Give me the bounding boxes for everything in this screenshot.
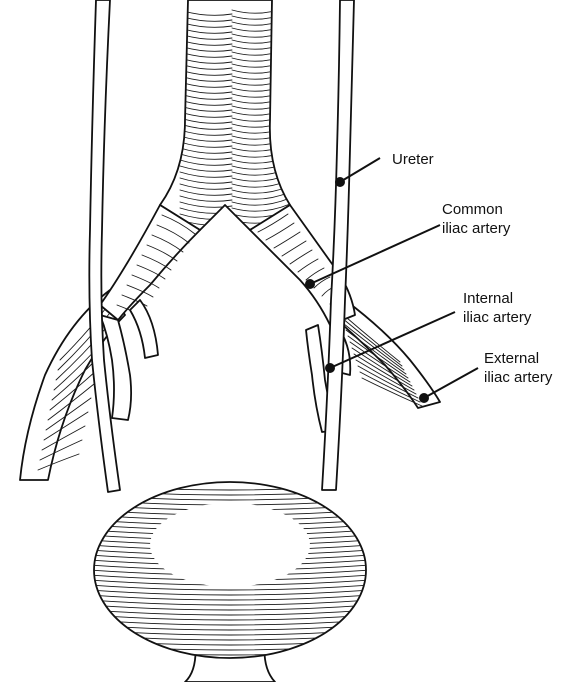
external-iliac-pointer (419, 367, 479, 403)
internal-iliac-artery-label: Internal iliac artery (463, 290, 532, 326)
external-iliac-artery-label: External iliac artery (484, 350, 553, 386)
left-common-iliac-artery (99, 204, 201, 321)
right-external-iliac-artery (334, 299, 441, 409)
left-ureter (88, 0, 121, 493)
svg-text:iliac artery: iliac artery (484, 369, 553, 386)
svg-text:Common: Common (442, 201, 503, 218)
common-iliac-pointer (305, 224, 441, 289)
ureter-label: Ureter (392, 151, 434, 168)
aorta (159, 0, 291, 231)
urinary-bladder (93, 481, 367, 682)
svg-text:Internal: Internal (463, 290, 513, 307)
ureter (321, 0, 355, 491)
internal-iliac-pointer (325, 311, 456, 373)
ureter-pointer (335, 157, 381, 187)
svg-text:External: External (484, 350, 539, 367)
common-iliac-artery-label: Common iliac artery (442, 201, 511, 237)
svg-text:iliac artery: iliac artery (463, 309, 532, 326)
svg-text:iliac artery: iliac artery (442, 220, 511, 237)
left-internal-iliac-artery (99, 299, 159, 421)
